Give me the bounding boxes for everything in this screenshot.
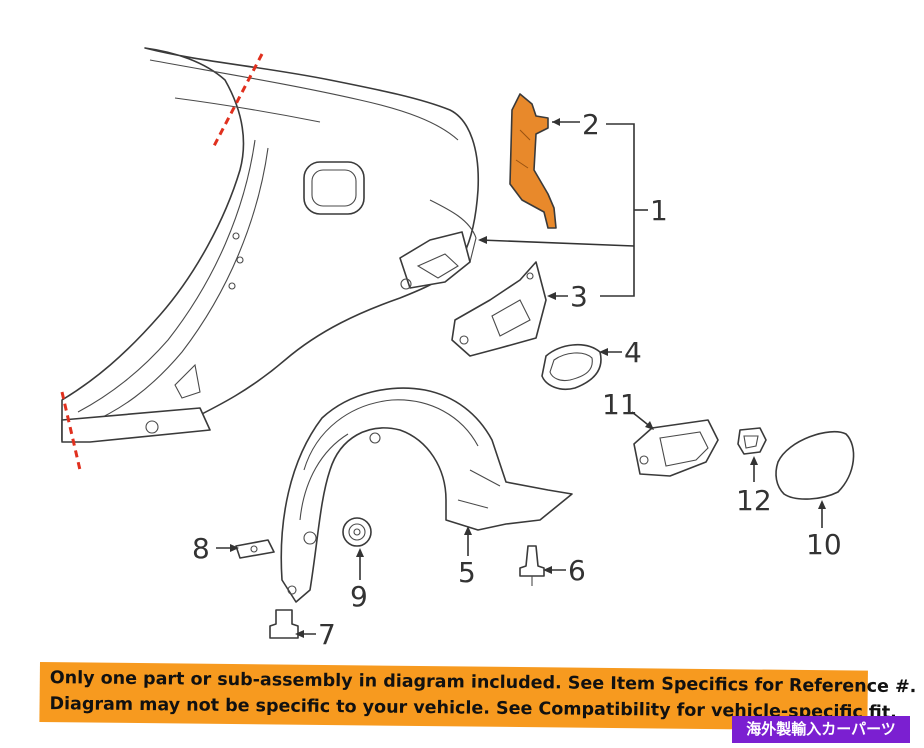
cut-line-lower (60, 391, 82, 471)
part-6-pin (519, 545, 545, 586)
cut-line-upper (212, 53, 264, 147)
callout-3: 3 (570, 280, 588, 313)
callout-8: 8 (192, 532, 210, 565)
part-12-clip (737, 427, 767, 455)
part-9-grommet (342, 517, 372, 547)
part-2-extension (509, 93, 557, 229)
part-4-housing (541, 344, 602, 391)
callout-12: 12 (736, 484, 772, 517)
callout-4: 4 (624, 336, 642, 369)
callout-6: 6 (568, 554, 586, 587)
callout-11: 11 (602, 388, 638, 421)
part-10-fuel-door (775, 430, 855, 500)
import-parts-badge: 海外製輸入カーパーツ (732, 716, 910, 743)
part-5-fender-liner (280, 387, 573, 603)
part-11-filler-housing (633, 419, 719, 477)
callout-5: 5 (458, 556, 476, 589)
callout-10: 10 (806, 528, 842, 561)
part-3-bracket (451, 261, 547, 357)
callout-7: 7 (318, 618, 336, 651)
fuel-door-opening (303, 161, 365, 215)
part-7-bolt (269, 609, 299, 639)
part-8-clip (235, 539, 275, 559)
leader-lines (216, 118, 826, 638)
callout-9: 9 (350, 580, 368, 613)
quarter-panel (60, 47, 480, 471)
callout-2: 2 (582, 108, 600, 141)
callout-1: 1 (650, 194, 668, 227)
disclaimer-line-1: Only one part or sub-assembly in diagram… (49, 668, 917, 698)
